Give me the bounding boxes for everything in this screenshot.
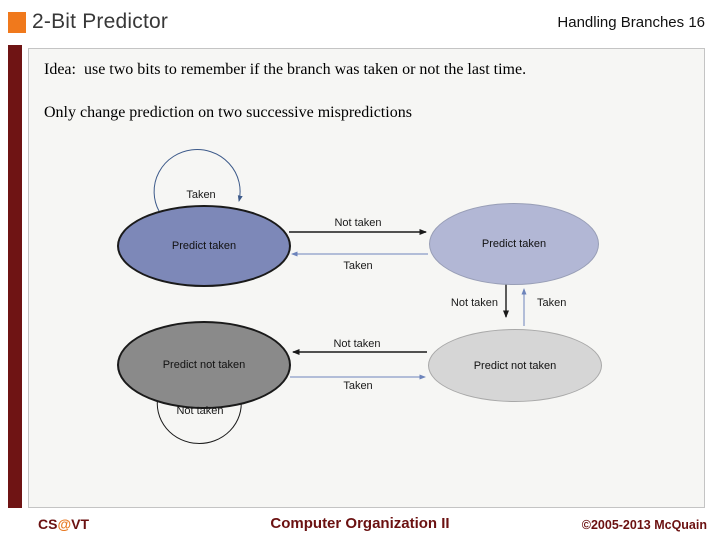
footer-copyright: ©2005-2013 McQuain bbox=[581, 518, 707, 532]
state-label: Predict not taken bbox=[162, 359, 246, 371]
footer-course-tag: CS@VT bbox=[38, 516, 89, 532]
footer-at: @ bbox=[57, 516, 72, 532]
page-title: 2-Bit Predictor bbox=[32, 10, 169, 33]
edge-label-vertical-taken: Taken bbox=[537, 297, 567, 309]
footer-course-title: Computer Organization II bbox=[270, 515, 450, 532]
state-weakly-predict-not-taken: Predict not taken bbox=[428, 329, 602, 402]
state-weakly-predict-taken: Predict taken bbox=[429, 203, 599, 285]
footer-vt: VT bbox=[71, 516, 89, 532]
edge-label-top-taken-return: Taken bbox=[343, 260, 373, 272]
slide-number: 16 bbox=[688, 14, 705, 31]
edge-label-top-not-taken: Not taken bbox=[334, 217, 382, 229]
edge-label-bottom-not-taken: Not taken bbox=[333, 338, 381, 350]
state-strongly-predict-taken: Predict taken bbox=[117, 205, 291, 287]
edge-label-self-loop-top: Taken bbox=[186, 189, 216, 201]
state-label: Predict taken bbox=[481, 238, 547, 250]
left-accent-bar bbox=[8, 45, 22, 508]
state-label: Predict not taken bbox=[473, 359, 557, 372]
edge-label-vertical-not-taken: Not taken bbox=[450, 297, 498, 309]
state-label: Predict taken bbox=[171, 240, 237, 252]
header-context: Handling Branches 16 bbox=[557, 14, 705, 31]
content-box bbox=[28, 48, 705, 508]
state-strongly-predict-not-taken: Predict not taken bbox=[117, 321, 291, 409]
slide-accent-square bbox=[8, 12, 26, 33]
footer-cs: CS bbox=[38, 516, 58, 532]
rule-text: Only change prediction on two successive… bbox=[44, 104, 412, 121]
edge-label-self-loop-bottom: Not taken bbox=[176, 405, 224, 417]
idea-text: Idea: use two bits to remember if the br… bbox=[44, 61, 527, 78]
edge-label-bottom-taken: Taken bbox=[343, 380, 373, 392]
header-context-label: Handling Branches bbox=[557, 14, 685, 31]
